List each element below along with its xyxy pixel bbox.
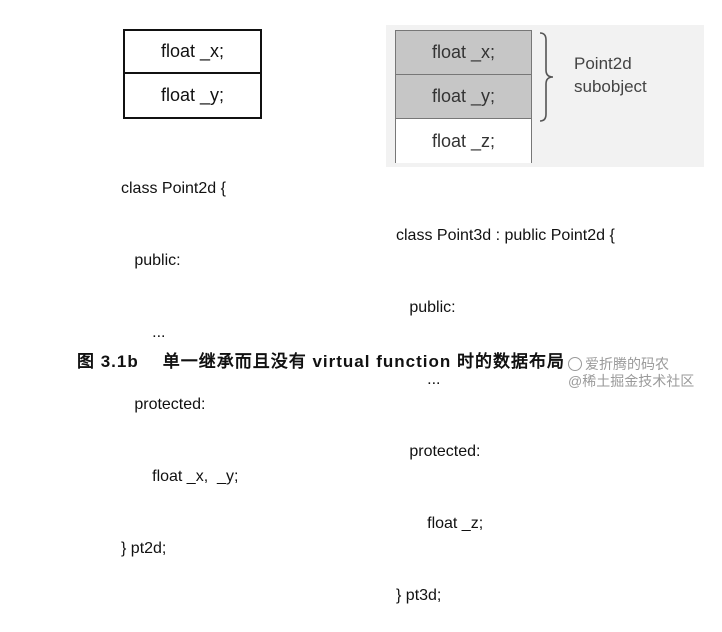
field-x: float _x;	[125, 31, 260, 74]
code-line: float _x, _y;	[121, 468, 239, 485]
figure-caption: 图 3.1b 单一继承而且没有 virtual function 时的数据布局	[77, 347, 565, 372]
code-line: float _z;	[396, 515, 484, 532]
code-line: class Point2d {	[121, 180, 226, 197]
code-line: public:	[121, 252, 181, 269]
subobject-label-line: Point2d	[574, 54, 632, 73]
field-y: float _y;	[160, 85, 225, 105]
point3d-code: class Point3d : public Point2d { public:…	[396, 176, 615, 632]
code-line: protected:	[121, 396, 206, 413]
code-line: ...	[121, 324, 166, 341]
figure-caption-text: 单一继承而且没有 virtual function 时的数据布局	[162, 352, 565, 371]
subobject-label: Point2d subobject	[574, 52, 647, 98]
subobject-label-line: subobject	[574, 77, 647, 96]
code-line: ...	[396, 371, 441, 388]
field-z: float _z;	[396, 119, 531, 163]
wechat-icon	[568, 357, 582, 371]
subobject-brace	[539, 32, 554, 122]
code-line: } pt3d;	[396, 587, 442, 604]
field-x: float _x;	[396, 31, 531, 75]
watermark-author: 爱折腾的码农	[585, 356, 669, 372]
code-line: public:	[396, 299, 456, 316]
field-y: float _y;	[396, 75, 531, 119]
point2d-object-layout: float _x; float _y;	[123, 29, 262, 119]
watermark-source: @稀土掘金技术社区	[568, 373, 695, 389]
code-line: protected:	[396, 443, 481, 460]
code-line: class Point3d : public Point2d {	[396, 227, 615, 244]
code-line: } pt2d;	[121, 540, 167, 557]
watermark: 爱折腾的码农 @稀土掘金技术社区	[568, 356, 694, 390]
point3d-object-layout: float _x; float _y; float _z;	[395, 30, 532, 163]
figure-number: 图 3.1b	[77, 352, 139, 371]
